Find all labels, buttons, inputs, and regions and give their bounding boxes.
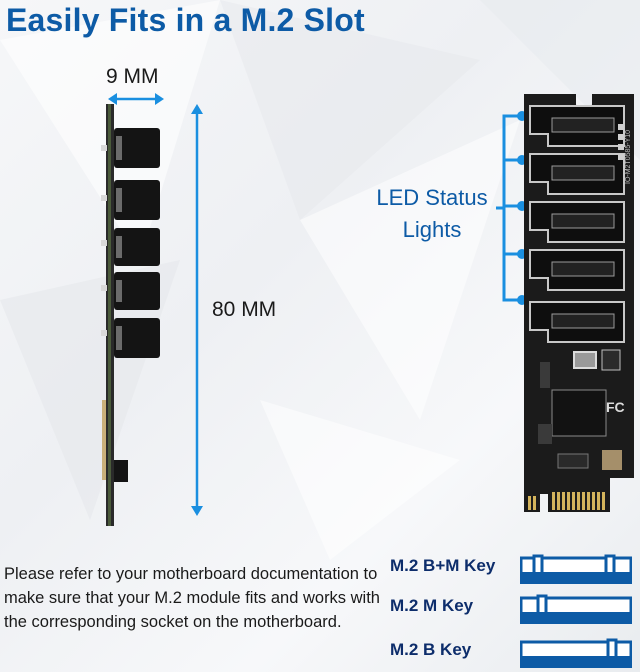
length-label: 80 MM: [212, 298, 277, 321]
card-front-view: IO-M2T0585-Y10 FC: [524, 94, 634, 512]
key-label-bm: M.2 B+M Key: [390, 556, 496, 575]
board-silkscreen: IO-M2T0585-Y10: [625, 130, 632, 184]
key-row-m: M.2 M Key: [390, 590, 640, 626]
length-arrow: [191, 104, 203, 516]
width-arrow: [108, 93, 164, 105]
led-status-label: LED Status Lights: [376, 185, 488, 242]
b-key-diagram: [520, 638, 632, 668]
m-key-diagram: [520, 594, 632, 624]
width-label: 9 MM: [106, 65, 159, 88]
compatibility-note: Please refer to your motherboard documen…: [4, 565, 380, 631]
key-row-bm: M.2 B+M Key: [390, 550, 640, 586]
card-side-view: [101, 104, 160, 526]
page-title: Easily Fits in a M.2 Slot: [6, 2, 365, 38]
bm-key-diagram: [520, 554, 632, 584]
key-label-m: M.2 M Key: [390, 596, 474, 615]
svg-text:FC: FC: [606, 399, 625, 415]
key-label-b: M.2 B Key: [390, 640, 472, 659]
key-row-b: M.2 B Key: [390, 634, 640, 670]
